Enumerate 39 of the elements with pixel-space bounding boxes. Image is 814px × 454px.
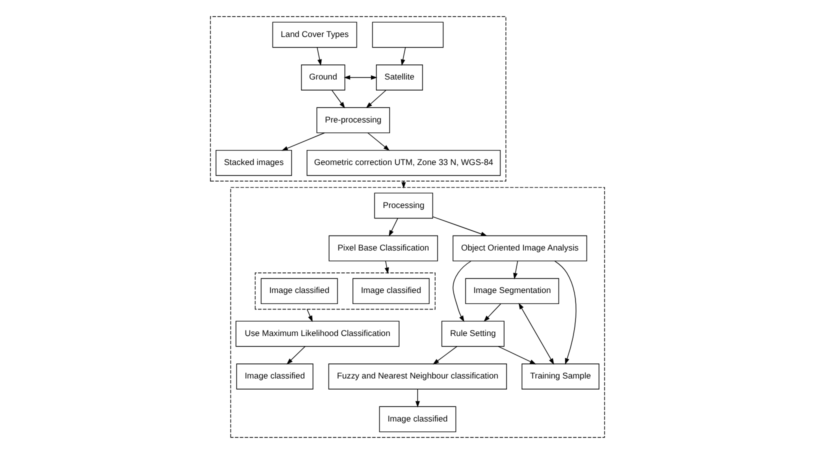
node-box: Image classified — [260, 278, 338, 304]
node-box: Stacked images — [215, 150, 292, 176]
arrow — [366, 132, 390, 151]
node-box: Land Cover Types — [272, 22, 357, 48]
cluster — [230, 187, 604, 438]
arrow — [306, 308, 312, 322]
node-box: Image classified — [236, 364, 313, 390]
node-box: Geometric correction UTM, Zone 33 N, WGS-84 — [306, 150, 500, 176]
node-box: Fuzzy and Nearest Neighbour classification — [328, 364, 506, 390]
node-box: Image classified — [352, 278, 430, 304]
arrow — [497, 346, 536, 364]
node-box: Image Segmentation — [464, 278, 559, 304]
arrow — [512, 260, 518, 280]
arrow — [330, 90, 345, 108]
arrow — [316, 47, 322, 66]
arrow — [483, 303, 501, 322]
node-box: Pre-processing — [316, 107, 390, 134]
node-box — [372, 22, 444, 48]
node-box: Processing — [374, 192, 433, 219]
node-box: Image classified — [378, 406, 456, 432]
cluster — [210, 16, 506, 182]
node-box: Object Oriented Image Analysis — [452, 235, 587, 262]
arrow — [281, 132, 324, 151]
arrow — [432, 346, 457, 364]
arrow — [388, 218, 398, 237]
node-box: Satellite — [375, 64, 422, 90]
node-box: Training Sample — [521, 364, 599, 390]
node-box: Rule Setting — [440, 320, 504, 347]
arrow — [286, 346, 306, 364]
arrow — [518, 302, 554, 365]
arrow — [414, 388, 420, 408]
node-box: Use Maximum Likelihood Classification — [235, 320, 399, 347]
cluster — [254, 272, 435, 310]
arrow — [432, 216, 487, 236]
node-box: Pixel Base Classification — [328, 235, 438, 262]
arrow — [400, 47, 406, 66]
arrow — [365, 90, 386, 108]
arrow — [343, 75, 377, 80]
node-box: Ground — [300, 64, 345, 90]
